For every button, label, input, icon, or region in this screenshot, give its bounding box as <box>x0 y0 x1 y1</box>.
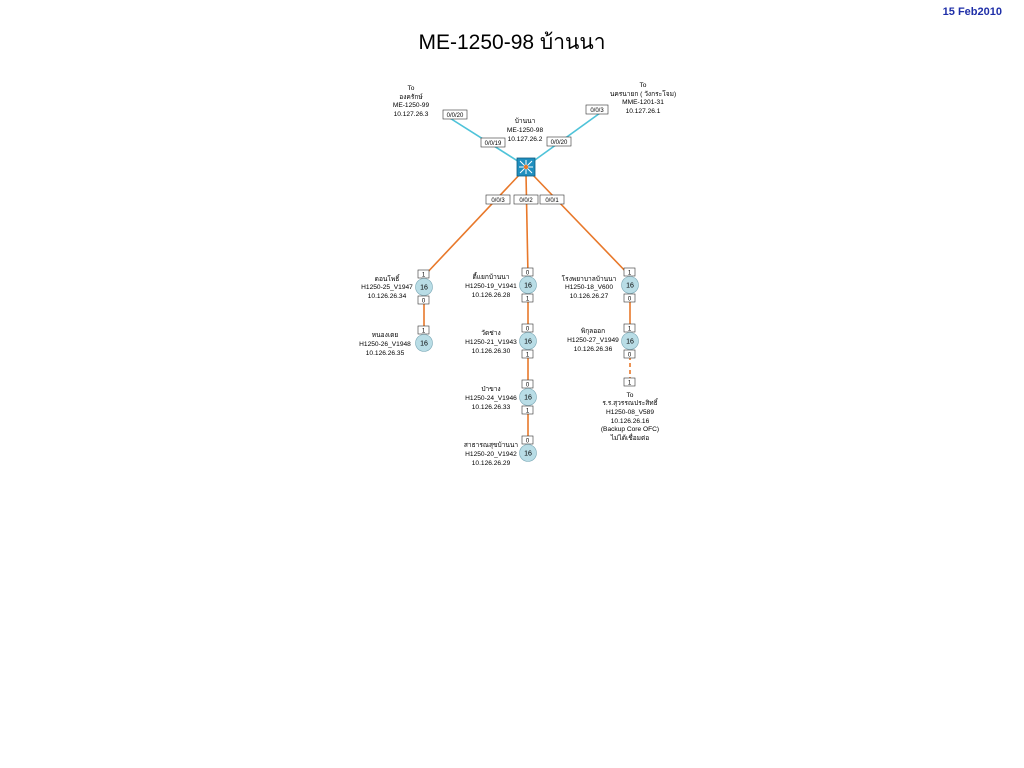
svg-text:0/0/1: 0/0/1 <box>545 198 559 204</box>
node-pa-khang[interactable]: 0 16 1 ป่าขาง H1250-24_V1946 10.126.26.3… <box>465 379 537 415</box>
svg-text:นครนายก ( วังกระโจม): นครนายก ( วังกระโจม) <box>610 90 676 98</box>
svg-text:1: 1 <box>422 329 426 335</box>
svg-text:MME-1201-31: MME-1201-31 <box>622 99 664 106</box>
backup-link-port: 1 <box>623 377 636 387</box>
svg-text:0/0/3: 0/0/3 <box>590 108 604 114</box>
svg-text:10.126.26.35: 10.126.26.35 <box>366 350 405 357</box>
svg-text:10.126.26.28: 10.126.26.28 <box>472 292 511 299</box>
svg-text:10.126.26.27: 10.126.26.27 <box>570 293 609 300</box>
svg-text:H1250-26_V1948: H1250-26_V1948 <box>359 341 411 348</box>
svg-text:ตี้แยกบ้านนา: ตี้แยกบ้านนา <box>473 272 510 281</box>
svg-text:H1250-19_V1941: H1250-19_V1941 <box>465 283 517 290</box>
svg-text:0/0/3: 0/0/3 <box>491 198 505 204</box>
svg-text:โรงพยาบาลบ้านนา: โรงพยาบาลบ้านนา <box>562 275 617 283</box>
hub-label-ip: 10.127.26.2 <box>508 136 543 143</box>
svg-text:10.126.26.36: 10.126.26.36 <box>574 346 613 353</box>
svg-text:H1250-18_V600: H1250-18_V600 <box>565 284 613 291</box>
svg-text:0: 0 <box>526 439 530 445</box>
svg-text:0: 0 <box>526 383 530 389</box>
hub-label-id: ME-1250-98 <box>507 127 544 134</box>
svg-text:0: 0 <box>526 327 530 333</box>
svg-text:0: 0 <box>422 299 426 305</box>
svg-text:0/0/2: 0/0/2 <box>519 198 533 204</box>
uplink-line-right <box>527 107 608 166</box>
hub-port-0-0-3: 0/0/3 <box>485 194 511 205</box>
svg-text:ME-1250-99: ME-1250-99 <box>393 102 430 109</box>
svg-text:To: To <box>408 85 415 92</box>
svg-text:16: 16 <box>420 341 428 348</box>
node-hospital-banna[interactable]: 1 16 0 โรงพยาบาลบ้านนา H1250-18_V600 10.… <box>562 267 639 303</box>
svg-text:16: 16 <box>524 339 532 346</box>
node-phikul-ok[interactable]: 1 16 0 พิกุลออก H1250-27_V1949 10.126.26… <box>567 323 639 359</box>
uplink-port-left: 0/0/20 <box>442 109 468 120</box>
svg-text:0: 0 <box>628 297 632 303</box>
svg-text:16: 16 <box>524 451 532 458</box>
svg-text:1: 1 <box>628 327 632 333</box>
svg-text:To: To <box>627 392 634 399</box>
svg-text:10.127.26.3: 10.127.26.3 <box>394 111 429 118</box>
hub-port-0-0-19: 0/0/19 <box>480 137 506 148</box>
page-title: ME-1250-98 บ้านนา <box>418 31 606 54</box>
uplink-label-right: To นครนายก ( วังกระโจม) MME-1201-31 10.1… <box>610 82 676 115</box>
hub-switch-icon[interactable] <box>516 157 536 177</box>
svg-text:10.126.26.16: 10.126.26.16 <box>611 418 650 425</box>
svg-text:องครักษ์: องครักษ์ <box>399 93 423 101</box>
svg-text:H1250-24_V1946: H1250-24_V1946 <box>465 395 517 402</box>
svg-text:H1250-08_V589: H1250-08_V589 <box>606 409 654 416</box>
svg-text:ดอนโพธิ์: ดอนโพธิ์ <box>375 274 401 283</box>
svg-text:ร.ร.สุวรรณประสิทธิ์: ร.ร.สุวรรณประสิทธิ์ <box>602 398 659 407</box>
svg-text:1: 1 <box>526 353 530 359</box>
date-label: 15 Feb2010 <box>942 6 1002 18</box>
svg-text:1: 1 <box>628 271 632 277</box>
svg-text:1: 1 <box>628 381 632 387</box>
hub-port-0-0-1: 0/0/1 <box>539 194 565 205</box>
svg-text:16: 16 <box>626 339 634 346</box>
backup-link-label: To ร.ร.สุวรรณประสิทธิ์ H1250-08_V589 10.… <box>601 392 659 442</box>
svg-text:H1250-21_V1943: H1250-21_V1943 <box>465 339 517 346</box>
svg-text:10.126.26.34: 10.126.26.34 <box>368 293 407 300</box>
uplink-label-left: To องครักษ์ ME-1250-99 10.127.26.3 <box>393 85 430 118</box>
downlink-line-left <box>423 171 523 277</box>
svg-text:0/0/19: 0/0/19 <box>485 141 502 147</box>
svg-text:0/0/20: 0/0/20 <box>447 113 464 119</box>
svg-text:16: 16 <box>524 395 532 402</box>
svg-text:10.126.26.29: 10.126.26.29 <box>472 460 511 467</box>
node-sathansuk-banna[interactable]: 0 16 สาธารณสุขบ้านนา H1250-20_V1942 10.1… <box>464 435 537 467</box>
svg-text:(Backup Core OFC): (Backup Core OFC) <box>601 426 659 433</box>
svg-text:1: 1 <box>422 273 426 279</box>
svg-text:10.126.26.30: 10.126.26.30 <box>472 348 511 355</box>
node-wat-chang[interactable]: 0 16 1 วัดช่าง H1250-21_V1943 10.126.26.… <box>465 323 537 359</box>
svg-text:พิกุลออก: พิกุลออก <box>581 327 605 335</box>
svg-text:หนองเตย: หนองเตย <box>372 332 399 339</box>
svg-text:16: 16 <box>524 283 532 290</box>
downlink-line-right <box>529 171 631 277</box>
svg-text:0: 0 <box>526 271 530 277</box>
svg-text:ป่าขาง: ป่าขาง <box>481 386 500 393</box>
svg-text:0: 0 <box>628 353 632 359</box>
svg-text:10.127.26.1: 10.127.26.1 <box>626 108 661 115</box>
svg-text:H1250-20_V1942: H1250-20_V1942 <box>465 451 517 458</box>
svg-text:H1250-25_V1947: H1250-25_V1947 <box>361 284 413 291</box>
svg-text:10.126.26.33: 10.126.26.33 <box>472 404 511 411</box>
svg-text:วัดช่าง: วัดช่าง <box>481 329 500 337</box>
svg-text:16: 16 <box>626 283 634 290</box>
svg-text:0/0/20: 0/0/20 <box>551 140 568 146</box>
svg-text:1: 1 <box>526 409 530 415</box>
svg-text:1: 1 <box>526 297 530 303</box>
node-nongtoei[interactable]: 1 16 หนองเตย H1250-26_V1948 10.126.26.35 <box>359 325 433 357</box>
svg-text:H1250-27_V1949: H1250-27_V1949 <box>567 337 619 344</box>
svg-text:16: 16 <box>420 285 428 292</box>
node-tiyaek-banna[interactable]: 0 16 1 ตี้แยกบ้านนา H1250-19_V1941 10.12… <box>465 267 537 303</box>
hub-port-0-0-2: 0/0/2 <box>513 194 539 205</box>
hub-port-0-0-20: 0/0/20 <box>546 136 572 147</box>
uplink-port-right: 0/0/3 <box>585 104 609 115</box>
node-donpho[interactable]: 1 16 0 ดอนโพธิ์ H1250-25_V1947 10.126.26… <box>361 269 433 305</box>
svg-text:สาธารณสุขบ้านนา: สาธารณสุขบ้านนา <box>464 441 519 449</box>
svg-text:ไม่ได้เชื่อมต่อ: ไม่ได้เชื่อมต่อ <box>610 433 650 442</box>
hub-label-name: บ้านนา <box>515 117 536 125</box>
svg-text:To: To <box>640 82 647 89</box>
downlink-line-center <box>525 173 529 277</box>
